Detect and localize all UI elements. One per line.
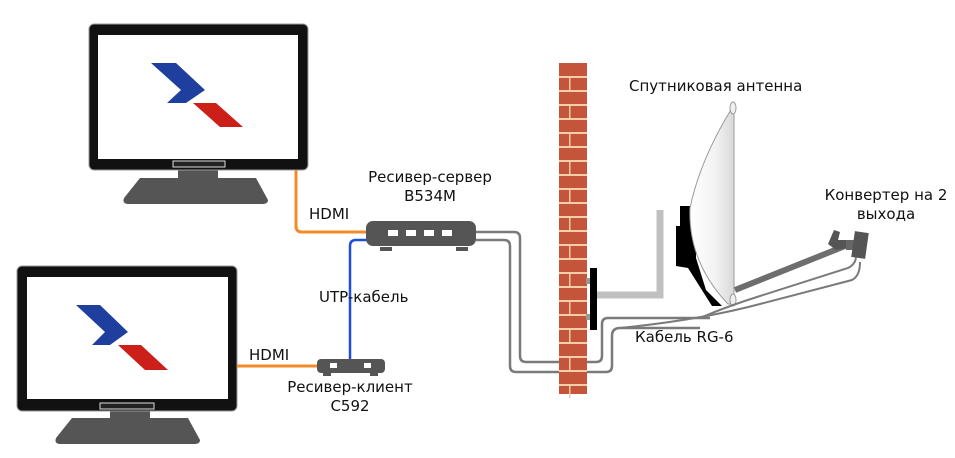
mortar-line [559, 286, 587, 288]
mortar-line [559, 300, 587, 302]
brick-wall [559, 63, 587, 398]
mortar-line [559, 342, 587, 344]
client-receiver-model: C592 [330, 397, 370, 415]
mortar-line [559, 244, 587, 246]
rg6-cable-label: Кабель RG-6 [635, 328, 734, 346]
coax-to-converter-1 [699, 255, 857, 319]
tv-screen [98, 35, 298, 159]
receiver-port [442, 230, 452, 236]
client-receiver-name: Ресивер-клиент [287, 378, 413, 396]
mortar-line [559, 230, 587, 232]
tv-stand-base [55, 418, 200, 444]
mortar-line [559, 216, 587, 218]
mortar-line [559, 146, 587, 148]
coax-to-converter-2 [619, 261, 861, 329]
mount-bolt [586, 314, 590, 320]
receiver-port [330, 363, 337, 368]
mortar-line [559, 328, 587, 330]
tv-screen [27, 277, 228, 399]
server-receiver [366, 221, 476, 251]
mortar-line [559, 118, 587, 120]
receiver-port [364, 363, 371, 368]
mortar-joint [569, 358, 571, 370]
mortar-line [559, 90, 587, 92]
converter-name: Конвертер на 2 [824, 186, 948, 204]
mortar-line [559, 272, 587, 274]
mortar-joint [569, 274, 571, 286]
receiver-port [388, 230, 398, 236]
dish-mount-arm [597, 210, 664, 299]
mortar-line [559, 76, 587, 78]
mortar-line [559, 104, 587, 106]
mortar-line [559, 160, 587, 162]
converter-label: Конвертер на 2 выхода [818, 186, 954, 224]
mortar-joint [569, 162, 571, 174]
mortar-line [559, 356, 587, 358]
tv-button-bar [99, 402, 155, 410]
satellite-dish [676, 101, 737, 307]
mortar-line [559, 370, 587, 372]
dish-wall-mount [590, 268, 597, 330]
mortar-line [559, 314, 587, 316]
wall-body [559, 63, 587, 394]
mortar-joint [569, 302, 571, 314]
tv-button-bar [172, 160, 226, 168]
hdmi-label-top: HDMI [309, 205, 350, 223]
hdmi-cable-top [294, 170, 368, 234]
mortar-line [559, 132, 587, 134]
server-receiver-label: Ресивер-сервер B534M [360, 168, 500, 206]
client-receiver [317, 359, 385, 376]
utp-cable-label: UTP-кабель [319, 288, 409, 306]
mortar-joint [569, 218, 571, 230]
mortar-joint [569, 190, 571, 202]
tricolor-logo-icon [151, 63, 243, 127]
converter-arm [733, 243, 847, 293]
mortar-joint [569, 330, 571, 342]
mortar-joint [569, 106, 571, 118]
receiver-port [406, 230, 416, 236]
server-receiver-name: Ресивер-сервер [368, 168, 492, 186]
hdmi-label-bottom: HDMI [249, 346, 290, 364]
tv-stand-base [123, 178, 268, 204]
converter-outputs: выхода [856, 205, 916, 223]
server-receiver-model: B534M [404, 187, 456, 205]
mortar-line [559, 202, 587, 204]
mortar-joint [569, 78, 571, 90]
coax-cable-2 [476, 238, 700, 374]
mortar-joint [569, 386, 571, 398]
receiver-port [424, 230, 434, 236]
tricolor-logo-icon [76, 305, 168, 370]
mortar-line [559, 384, 587, 386]
tv-bottom [16, 265, 238, 444]
mount-bolt [586, 278, 590, 284]
mortar-line [559, 174, 587, 176]
tv-top [88, 23, 309, 204]
mortar-line [559, 188, 587, 190]
mortar-joint [569, 246, 571, 258]
utp-cable [348, 238, 368, 360]
satellite-dish-label: Спутниковая антенна [629, 77, 803, 95]
converter-lnb [828, 230, 869, 259]
mortar-joint [569, 134, 571, 146]
client-receiver-label: Ресивер-клиент C592 [280, 378, 420, 416]
mortar-line [559, 258, 587, 260]
